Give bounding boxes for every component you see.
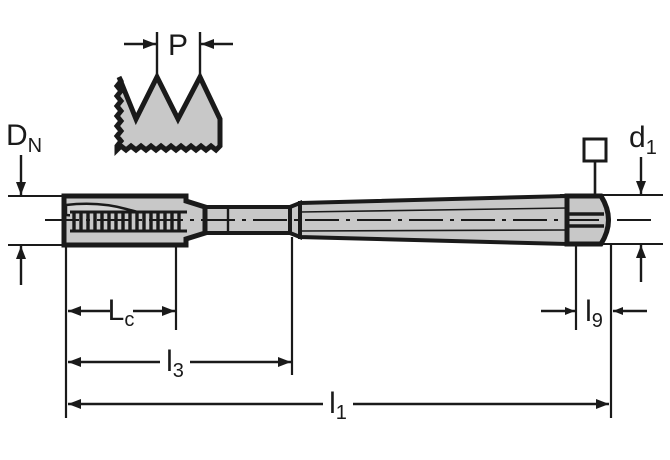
tap-thread-teeth [70,210,187,233]
thread-profile-shape [113,71,223,157]
thread-length-dimension: l3 [68,345,291,382]
tap-tool-body [45,193,655,248]
thread-profile-detail: P [113,29,233,157]
square-length-label: l9 [585,295,603,332]
thread-length-label: l3 [166,345,184,382]
overall-length-label: l1 [329,387,347,424]
tap-shank-edge-top [299,207,568,213]
square-symbol-box [582,137,608,163]
witness-lines [64,237,613,418]
pitch-label: P [168,29,188,62]
overall-length-dimension: l1 [68,387,609,424]
square-length-dimension: l9 [541,295,647,332]
chamfer-length-dimension: Lc [68,294,175,331]
shank-diameter-label: d1 [629,121,657,159]
tap-shank-edge-bottom [299,229,568,232]
chamfer-length-label: Lc [108,294,135,331]
nominal-diameter-label: DN [6,119,42,157]
